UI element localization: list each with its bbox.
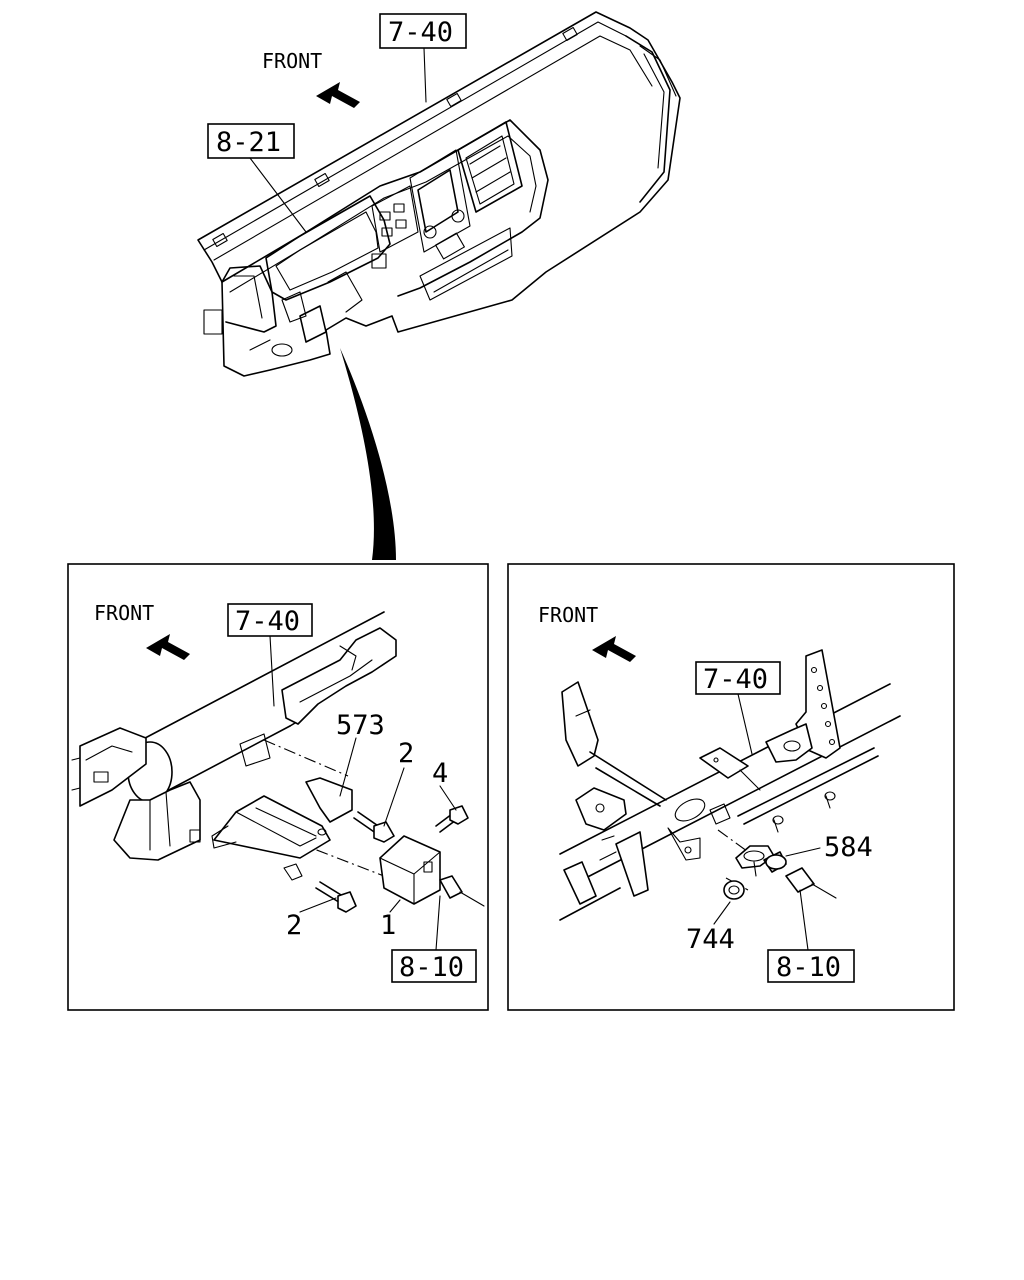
- leader-line: [785, 847, 821, 857]
- connector-right: [785, 867, 837, 899]
- right-detail-panel: [507, 563, 955, 1011]
- cross-member-right: [559, 649, 901, 921]
- detail-pointer-icon: [340, 348, 396, 560]
- ref-label: 8-10: [399, 952, 464, 983]
- bolt-4: [435, 805, 469, 833]
- leader-line: [713, 901, 731, 925]
- mounting-bracket: [211, 777, 353, 881]
- center-line: [295, 841, 385, 877]
- front-arrow-icon: [316, 82, 360, 108]
- ref-label: 8-21: [216, 127, 281, 158]
- nut-744: [723, 880, 745, 900]
- front-direction-indicator: FRONT: [262, 49, 360, 108]
- leader-line: [799, 889, 809, 951]
- bolt-2-upper: [353, 811, 395, 843]
- leader-line: [249, 157, 307, 233]
- ref-box-8-21-top[interactable]: 8-21: [207, 123, 295, 159]
- relay-part-1: [379, 835, 441, 905]
- cross-member-left: [71, 611, 397, 861]
- leader-line: [423, 47, 427, 103]
- ref-label: 7-40: [388, 17, 453, 48]
- leader-line: [435, 895, 441, 951]
- ref-label: 8-10: [776, 952, 841, 983]
- callout-573: 573: [336, 710, 385, 741]
- callout-2-lower: 2: [286, 910, 302, 941]
- connector-left: [439, 875, 485, 907]
- front-label: FRONT: [262, 49, 322, 73]
- callout-744: 744: [686, 924, 735, 955]
- right-front-indicator: FRONT: [538, 603, 636, 662]
- ref-box-8-10-right[interactable]: 8-10: [767, 949, 855, 983]
- ref-box-7-40-left[interactable]: 7-40: [227, 603, 313, 637]
- ref-box-7-40-right[interactable]: 7-40: [695, 661, 781, 695]
- leader-line: [439, 785, 457, 811]
- callout-584: 584: [824, 832, 873, 863]
- front-arrow-icon: [592, 636, 636, 662]
- leader-line: [383, 767, 405, 827]
- ref-box-8-10-left[interactable]: 8-10: [391, 949, 477, 983]
- front-label: FRONT: [94, 601, 154, 625]
- ref-label: 7-40: [235, 606, 300, 637]
- ref-box-7-40-top[interactable]: 7-40: [379, 13, 467, 49]
- leader-line: [339, 737, 357, 797]
- part-584: [735, 845, 787, 877]
- leader-line: [299, 897, 337, 913]
- callout-4: 4: [432, 758, 448, 789]
- front-label: FRONT: [538, 603, 598, 627]
- ref-label: 7-40: [703, 664, 768, 695]
- callout-1: 1: [380, 910, 396, 941]
- leader-line: [389, 899, 401, 913]
- instrument-panel-overview: [197, 11, 681, 377]
- left-front-indicator: FRONT: [94, 601, 190, 660]
- front-arrow-icon: [146, 634, 190, 660]
- leader-line: [737, 693, 753, 755]
- center-line: [725, 877, 749, 891]
- callout-2-upper: 2: [398, 738, 414, 769]
- bolt-2-lower: [315, 881, 357, 913]
- center-line: [263, 739, 349, 777]
